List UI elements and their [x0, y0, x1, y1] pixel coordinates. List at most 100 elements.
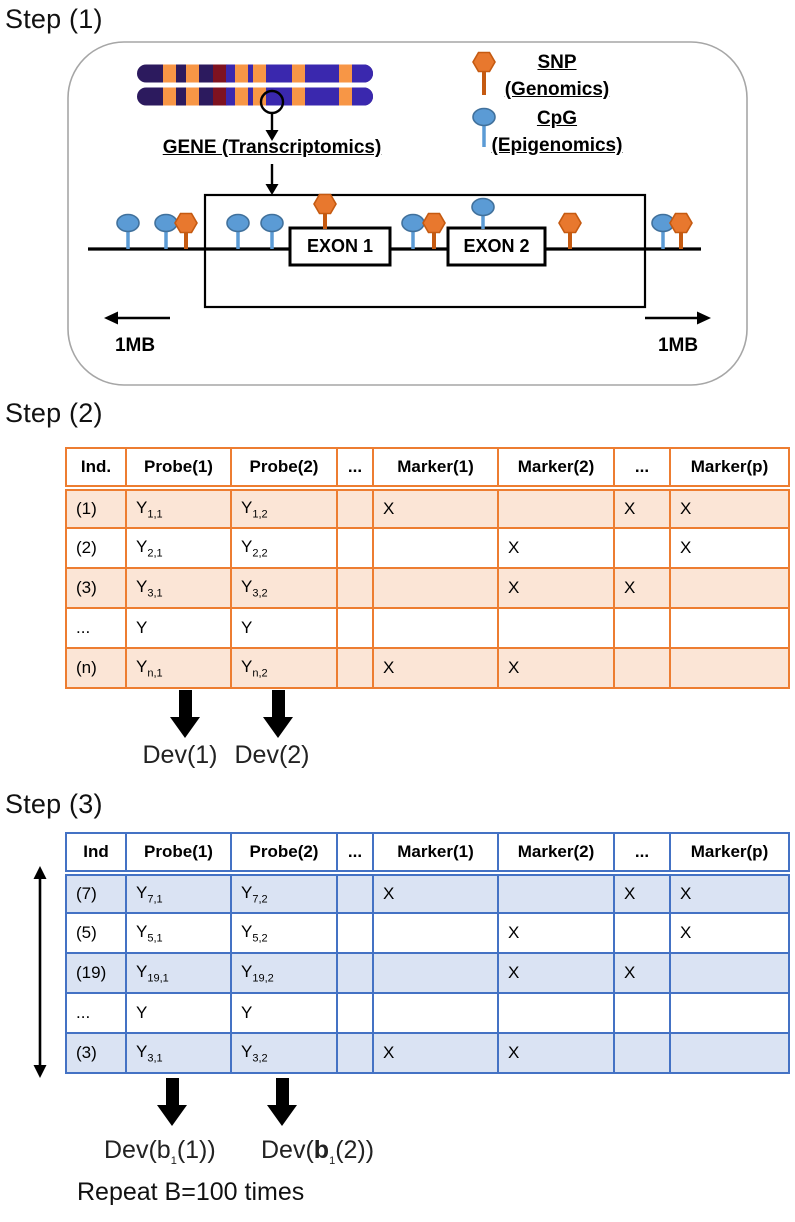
table-cell: X: [372, 487, 499, 529]
table-cell: X: [497, 567, 615, 609]
table-cell: [613, 647, 671, 689]
chromosome-band: [292, 64, 305, 83]
table-cell: [613, 607, 671, 649]
table-cell: [497, 607, 615, 649]
step3-title: Step (3): [5, 789, 103, 819]
chromosome-band: [213, 64, 226, 83]
table-cell: X: [372, 872, 499, 914]
dev2-label: Dev(2): [234, 741, 310, 769]
snp-pin-icon: [174, 212, 198, 249]
chromosome-to-gene-arrow: [265, 114, 279, 141]
table-cell: [336, 952, 374, 994]
legend-snp-sublabel: (Genomics): [504, 79, 610, 100]
cpg-pin-icon: [651, 213, 675, 249]
dev-b1-2-bold: b: [313, 1136, 330, 1164]
table-cell: [372, 952, 499, 994]
legend-snp-label: SNP: [537, 52, 577, 73]
chromosome-band: [186, 64, 199, 83]
table-cell: Y1,1: [125, 487, 232, 529]
table-cell: X: [613, 487, 671, 529]
table-cell: [336, 992, 374, 1034]
chromosome-band: [163, 87, 176, 106]
table-header-cell: Ind: [65, 832, 127, 876]
table-cell: (n): [65, 647, 127, 689]
table-cell: [497, 992, 615, 1034]
dev-b1-1-post: (1)): [176, 1136, 216, 1164]
table-cell: Y19,1: [125, 952, 232, 994]
chromosome-band: [213, 87, 226, 106]
table-cell: Y3,2: [230, 567, 338, 609]
table-cell: [372, 567, 499, 609]
step1-title: Step (1): [5, 4, 103, 34]
chromosome-band: [186, 87, 199, 106]
table-cell: ...: [65, 992, 127, 1034]
table-cell: Y: [125, 992, 232, 1034]
table-header-cell: Marker(2): [497, 447, 615, 491]
table-cell: (19): [65, 952, 127, 994]
chromosome-band: [235, 87, 248, 106]
right-1mb-arrow: [645, 311, 711, 325]
table-cell: Y7,1: [125, 872, 232, 914]
table-cell: [336, 487, 374, 529]
snp-pin-icon: [422, 212, 446, 249]
chromosome-band: [339, 87, 352, 106]
table-header-cell: Marker(1): [372, 832, 499, 876]
table-cell: X: [669, 487, 790, 529]
dev-b1-1-pre: Dev(b: [104, 1136, 171, 1164]
table-cell: Y7,2: [230, 872, 338, 914]
table-header-cell: Probe(2): [230, 447, 338, 491]
table-cell: Y2,2: [230, 527, 338, 569]
table-cell: [669, 647, 790, 689]
dev-b1-2-sub: 1: [329, 1155, 336, 1167]
table-cell: [613, 1032, 671, 1074]
step1-panel-border: [67, 41, 748, 386]
table-cell: Yn,2: [230, 647, 338, 689]
scale-right-label: 1MB: [657, 335, 699, 356]
table-cell: Y3,2: [230, 1032, 338, 1074]
table-cell: Y19,2: [230, 952, 338, 994]
table-cell: [497, 872, 615, 914]
table-cell: [336, 872, 374, 914]
step2-table: Ind.Probe(1)Probe(2)...Marker(1)Marker(2…: [65, 447, 790, 689]
dev-b1-2-pre: Dev(: [261, 1136, 314, 1164]
table-cell: [669, 567, 790, 609]
table-cell: X: [372, 647, 499, 689]
table-cell: X: [613, 567, 671, 609]
table-header-cell: ...: [336, 832, 374, 876]
table-cell: Y2,1: [125, 527, 232, 569]
chromosome: [137, 64, 373, 106]
table-header-cell: Probe(1): [125, 832, 232, 876]
legend-snp: SNP (Genomics): [490, 49, 624, 103]
table-cell: [613, 912, 671, 954]
table-cell: [372, 607, 499, 649]
table-cell: X: [669, 527, 790, 569]
table-cell: [669, 952, 790, 994]
snp-pin-icon: [313, 193, 337, 229]
table-cell: Y5,2: [230, 912, 338, 954]
table-cell: X: [497, 912, 615, 954]
cpg-pin-icon: [260, 213, 284, 249]
table-cell: [336, 527, 374, 569]
cpg-pin-icon: [154, 213, 178, 249]
table-cell: [372, 992, 499, 1034]
gene-to-region-arrow: [265, 164, 279, 195]
table-cell: [372, 912, 499, 954]
cpg-pin-icon: [116, 213, 140, 249]
chromosome-locus-circle: [259, 89, 285, 115]
chromosome-band: [163, 64, 176, 83]
down-arrow-icon: [170, 690, 200, 738]
dev-b1-1-label: Dev(b1(1)): [104, 1136, 216, 1167]
table-cell: X: [613, 952, 671, 994]
exon2-label: EXON 2: [463, 236, 530, 256]
table-cell: (3): [65, 567, 127, 609]
